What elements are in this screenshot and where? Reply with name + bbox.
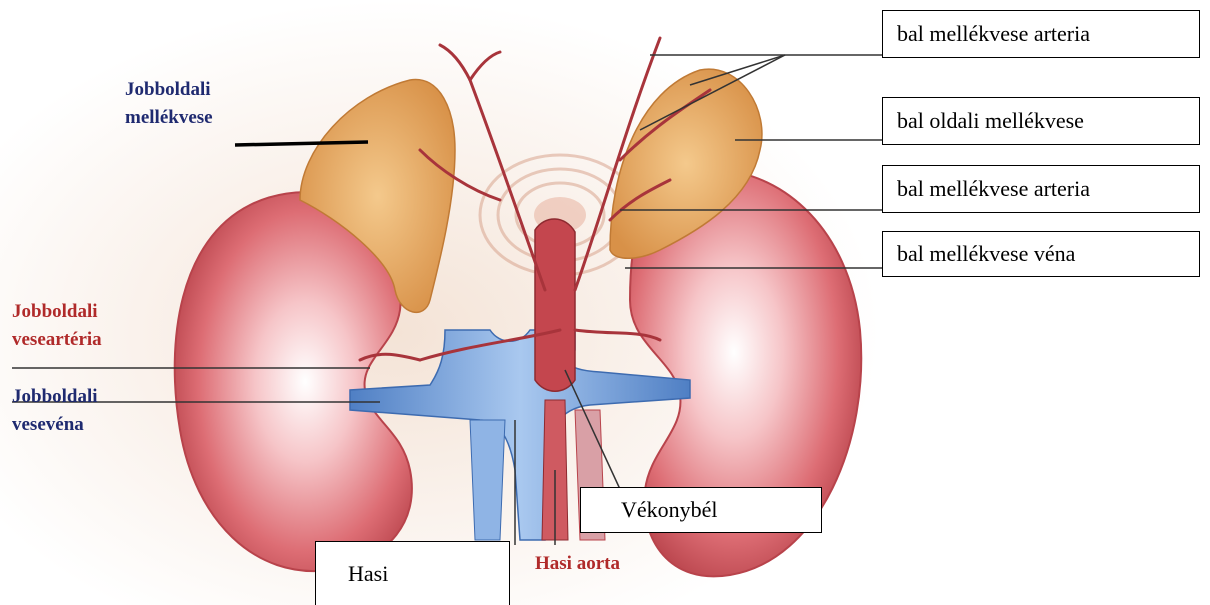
label-abdominal-aorta: Hasi aorta: [535, 550, 620, 578]
vena-cava-lower: [470, 420, 505, 540]
label-right-adrenal-line2: mellékvese: [125, 104, 213, 132]
label-right-renal-vein: Jobboldali vesevéna: [12, 383, 98, 439]
label-right-renal-vein-line1: Jobboldali: [12, 383, 98, 411]
label-right-renal-artery: Jobboldali veseartéria: [12, 298, 102, 354]
aorta: [535, 219, 575, 391]
answer-box-1: bal mellékvese arteria: [882, 10, 1200, 58]
label-right-adrenal: Jobboldali mellékvese: [125, 76, 213, 132]
answer-box-4: bal mellékvese véna: [882, 231, 1200, 277]
label-right-renal-vein-line2: vesevéna: [12, 411, 98, 439]
label-right-adrenal-line1: Jobboldali: [125, 76, 213, 104]
answer-box-3: bal mellékvese arteria: [882, 165, 1200, 213]
label-right-renal-artery-line1: Jobboldali: [12, 298, 102, 326]
answer-box-2: bal oldali mellékvese: [882, 97, 1200, 145]
answer-box-5: Vékonybél: [580, 487, 822, 533]
answer-box-6: Hasi: [315, 541, 510, 605]
label-right-renal-artery-line2: veseartéria: [12, 326, 102, 354]
